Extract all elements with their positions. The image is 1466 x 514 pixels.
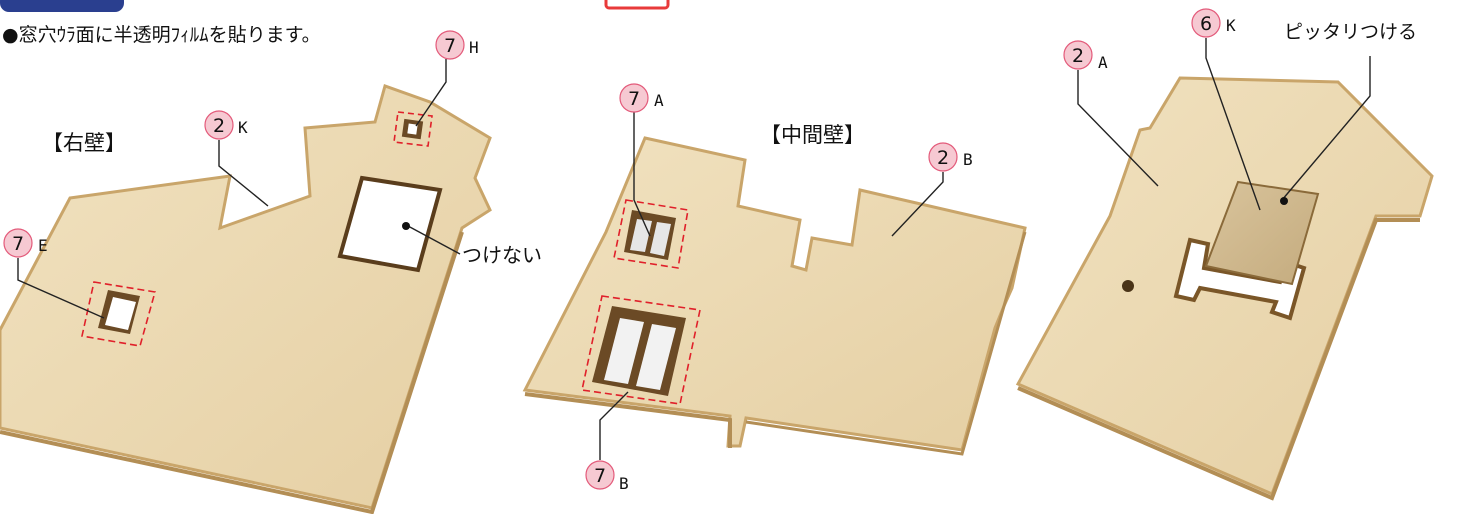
callout-number: 2 — [1072, 45, 1084, 67]
callout-number: 6 — [1200, 13, 1212, 35]
callout-letter: A — [1098, 53, 1108, 72]
callout-7e: 7 E — [3, 228, 48, 258]
callout-number: 2 — [213, 115, 225, 137]
callout-7b: 7 B — [585, 460, 629, 493]
middle-wall-title: 【中間壁】 — [760, 123, 865, 147]
callout-letter: K — [1226, 16, 1236, 35]
header-tab — [0, 0, 124, 12]
instruction-text: ●窓穴ｳﾗ面に半透明ﾌｨﾙﾑを貼ります。 — [2, 24, 321, 46]
callout-2b: 2 B — [928, 142, 973, 172]
leader-dot-fit — [1280, 197, 1288, 205]
callout-letter: A — [654, 91, 664, 110]
callout-letter: K — [238, 118, 248, 137]
callout-number: 7 — [628, 88, 640, 110]
leader-dot-no-attach — [402, 222, 410, 230]
callout-letter: H — [469, 38, 479, 57]
back-panel — [1015, 76, 1434, 501]
right-wall-opening — [337, 175, 443, 273]
callout-2k: 2 K — [204, 110, 248, 140]
middle-wall-panel: 【中間壁】 — [522, 123, 1027, 456]
dowel-hole — [1122, 280, 1134, 292]
back-panel-edge — [1017, 218, 1420, 501]
callout-letter: B — [619, 474, 629, 493]
note-fit-snug: ピッタリつける — [1284, 21, 1417, 43]
window-h-dash — [393, 111, 433, 147]
callout-7a: 7 A — [619, 83, 664, 113]
callout-7h: 7 H — [435, 30, 479, 60]
right-wall-title: 【右壁】 — [42, 131, 126, 155]
window-a-dash — [613, 199, 689, 269]
callout-letter: B — [963, 150, 973, 169]
middle-wall-edge — [524, 392, 732, 448]
window-b — [581, 295, 701, 405]
callout-6k: 6 K — [1191, 8, 1236, 38]
leader-lines — [17, 38, 1371, 460]
callout-2a: 2 A — [1063, 40, 1108, 72]
window-e — [81, 281, 157, 347]
note-no-attach: つけない — [462, 243, 542, 267]
callout-number: 7 — [594, 465, 606, 487]
callout-number: 7 — [444, 35, 456, 57]
back-panel-cutout — [1173, 237, 1307, 321]
right-wall-edge — [0, 231, 464, 514]
callout-letter: E — [38, 236, 48, 255]
callout-number: 2 — [937, 147, 949, 169]
right-wall-panel: 【右壁】 — [0, 84, 492, 514]
callout-number: 7 — [12, 233, 24, 255]
header-red-mark — [604, 0, 670, 10]
